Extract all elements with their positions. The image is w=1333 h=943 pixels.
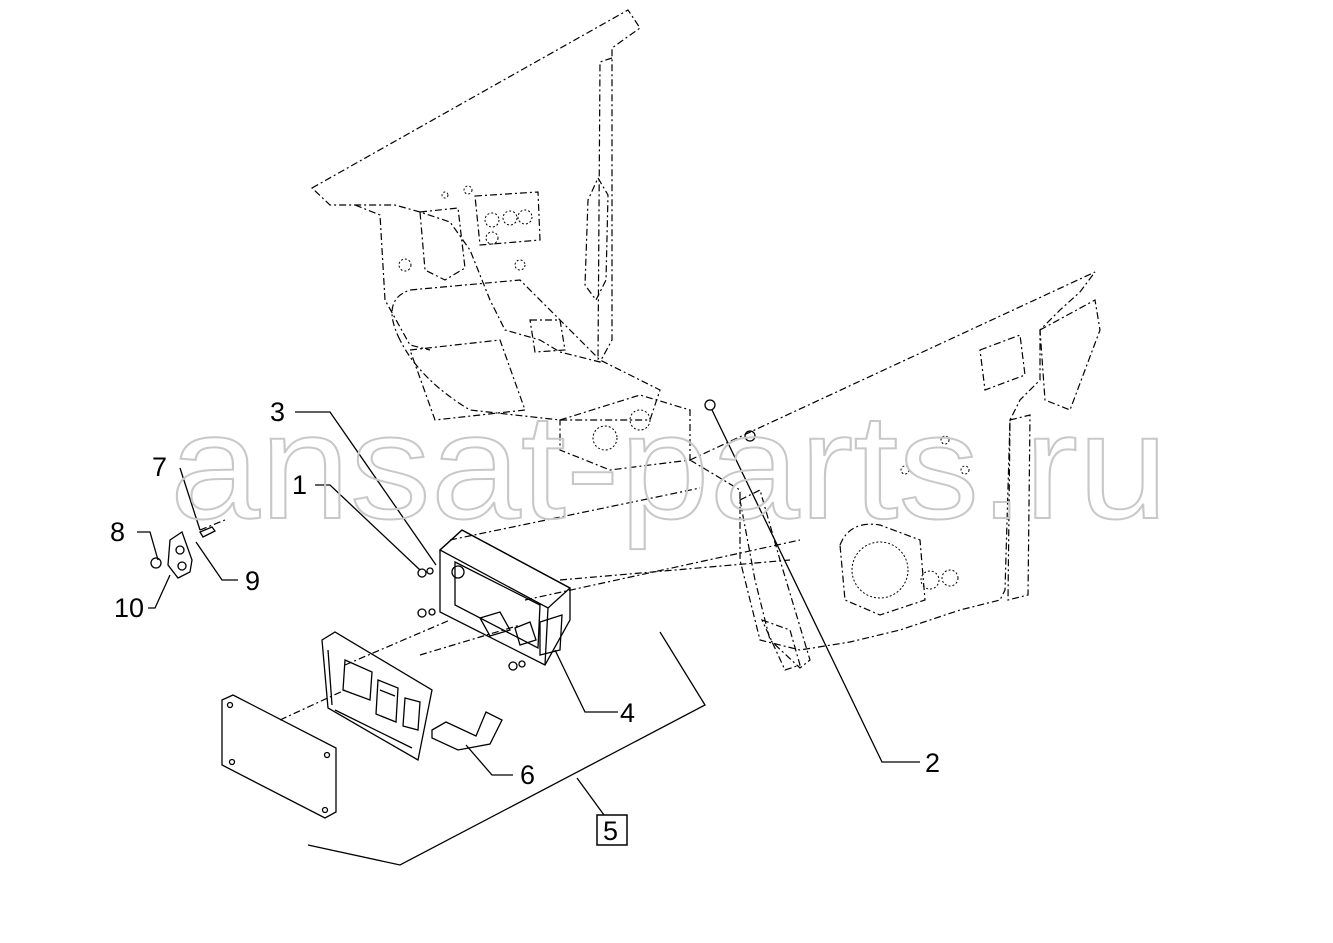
assembly-alignment-lines (199, 487, 801, 721)
watermark-text: ansat-parts.ru (170, 382, 1168, 550)
callout-5: 5 (603, 816, 618, 846)
strip-part-6 (431, 711, 503, 751)
callout-9: 9 (245, 566, 260, 596)
callout-3: 3 (270, 397, 285, 427)
callout-5-box (596, 814, 628, 846)
cover-plate (221, 694, 337, 819)
circuit-board-part-5 (321, 631, 433, 762)
control-box-part-4 (438, 529, 572, 666)
fasteners (150, 399, 756, 671)
callout-10: 10 (114, 593, 144, 623)
callout-1: 1 (292, 470, 307, 500)
callout-4: 4 (620, 698, 635, 728)
callout-6: 6 (520, 760, 535, 790)
callout-8: 8 (110, 517, 125, 547)
right-frame-rail (688, 271, 1101, 671)
leader-lines (137, 409, 920, 866)
callout-2: 2 (925, 748, 940, 778)
callout-7: 7 (152, 452, 167, 482)
